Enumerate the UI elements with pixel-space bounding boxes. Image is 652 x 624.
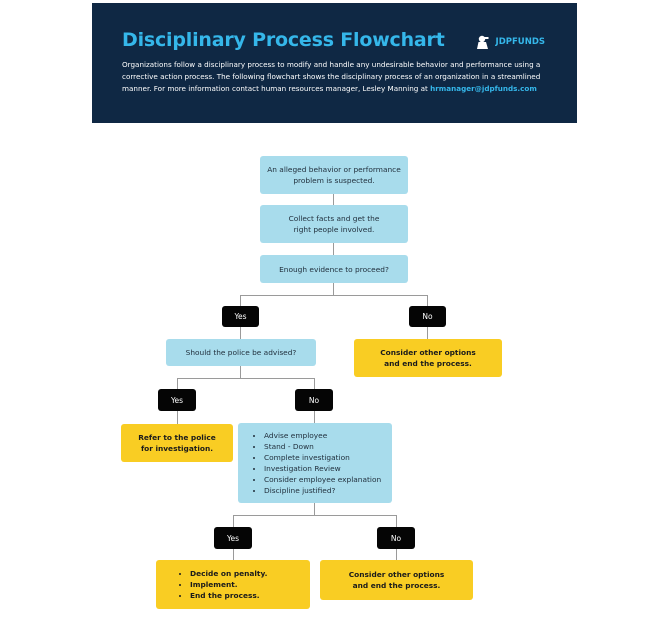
step-text: Consider other options — [380, 348, 476, 357]
description-line: corrective action process. The following… — [122, 72, 541, 81]
connector-line — [427, 327, 428, 339]
list-item: Discipline justified? — [264, 485, 381, 496]
step-text: problem is suspected. — [293, 176, 375, 185]
page-title: Disciplinary Process Flowchart — [122, 29, 445, 51]
description-line: manner. For more information contact hum… — [122, 84, 431, 93]
end-decide-penalty: Decide on penalty. Implement. End the pr… — [156, 560, 310, 609]
end-refer-police: Refer to the police for investigation. — [121, 424, 233, 462]
list-item: Complete investigation — [264, 452, 381, 463]
connector-line — [427, 295, 428, 306]
connector-line — [333, 243, 334, 255]
list-item: Consider employee explanation — [264, 474, 381, 485]
brand: JDPFUNDS — [475, 34, 545, 50]
connector-line — [233, 549, 234, 560]
contact-email-link[interactable]: hrmanager@jdpfunds.com — [430, 84, 537, 93]
list-item: Advise employee — [264, 430, 381, 441]
step-text: right people involved. — [293, 225, 375, 234]
connector-line — [314, 411, 315, 423]
connector-line — [233, 515, 397, 516]
connector-line — [240, 366, 241, 378]
step-investigation-actions: Advise employee Stand - Down Complete in… — [238, 423, 392, 503]
step-suspected-problem: An alleged behavior or performance probl… — [260, 156, 408, 194]
connector-line — [177, 378, 315, 379]
list-item: Stand - Down — [264, 441, 381, 452]
list-item: Implement. — [190, 579, 267, 590]
step-text: and end the process. — [384, 359, 472, 368]
connector-line — [240, 295, 428, 296]
connector-line — [314, 378, 315, 389]
step-text: Consider other options — [348, 570, 445, 579]
action-list: Decide on penalty. Implement. End the pr… — [176, 568, 267, 601]
no-label: No — [295, 389, 333, 411]
end-consider-other-options: Consider other options and end the proce… — [354, 339, 502, 377]
step-text: and end the process. — [352, 581, 441, 590]
step-text: Enough evidence to proceed? — [279, 264, 389, 274]
yes-label: Yes — [214, 527, 252, 549]
connector-line — [314, 503, 315, 515]
connector-line — [396, 549, 397, 560]
brand-name: JDPFUNDS — [495, 37, 545, 47]
description-line: Organizations follow a disciplinary proc… — [122, 60, 541, 69]
list-item: Investigation Review — [264, 463, 381, 474]
yes-label: Yes — [158, 389, 196, 411]
connector-line — [177, 378, 178, 389]
connector-line — [177, 411, 178, 424]
connector-line — [233, 515, 234, 527]
action-list: Advise employee Stand - Down Complete in… — [250, 430, 381, 496]
step-text: for investigation. — [140, 444, 214, 453]
description: Organizations follow a disciplinary proc… — [122, 59, 552, 95]
decision-enough-evidence: Enough evidence to proceed? — [260, 255, 408, 283]
step-collect-facts: Collect facts and get the right people i… — [260, 205, 408, 243]
no-label: No — [409, 306, 446, 327]
step-text: Collect facts and get the — [288, 214, 380, 223]
step-text: An alleged behavior or performance — [267, 165, 401, 174]
yes-label: Yes — [222, 306, 259, 327]
list-item: End the process. — [190, 590, 267, 601]
connector-line — [240, 327, 241, 339]
step-text: Refer to the police — [138, 433, 216, 442]
list-item: Decide on penalty. — [190, 568, 267, 579]
connector-line — [333, 194, 334, 205]
connector-line — [396, 515, 397, 527]
connector-line — [333, 283, 334, 295]
step-text: Should the police be advised? — [185, 348, 297, 357]
logo-icon — [476, 35, 489, 49]
header-banner: Disciplinary Process Flowchart JDPFUNDS … — [92, 3, 577, 123]
end-consider-other-options-final: Consider other options and end the proce… — [320, 560, 473, 600]
no-label: No — [377, 527, 415, 549]
decision-police-advised: Should the police be advised? — [166, 339, 316, 366]
connector-line — [240, 295, 241, 306]
